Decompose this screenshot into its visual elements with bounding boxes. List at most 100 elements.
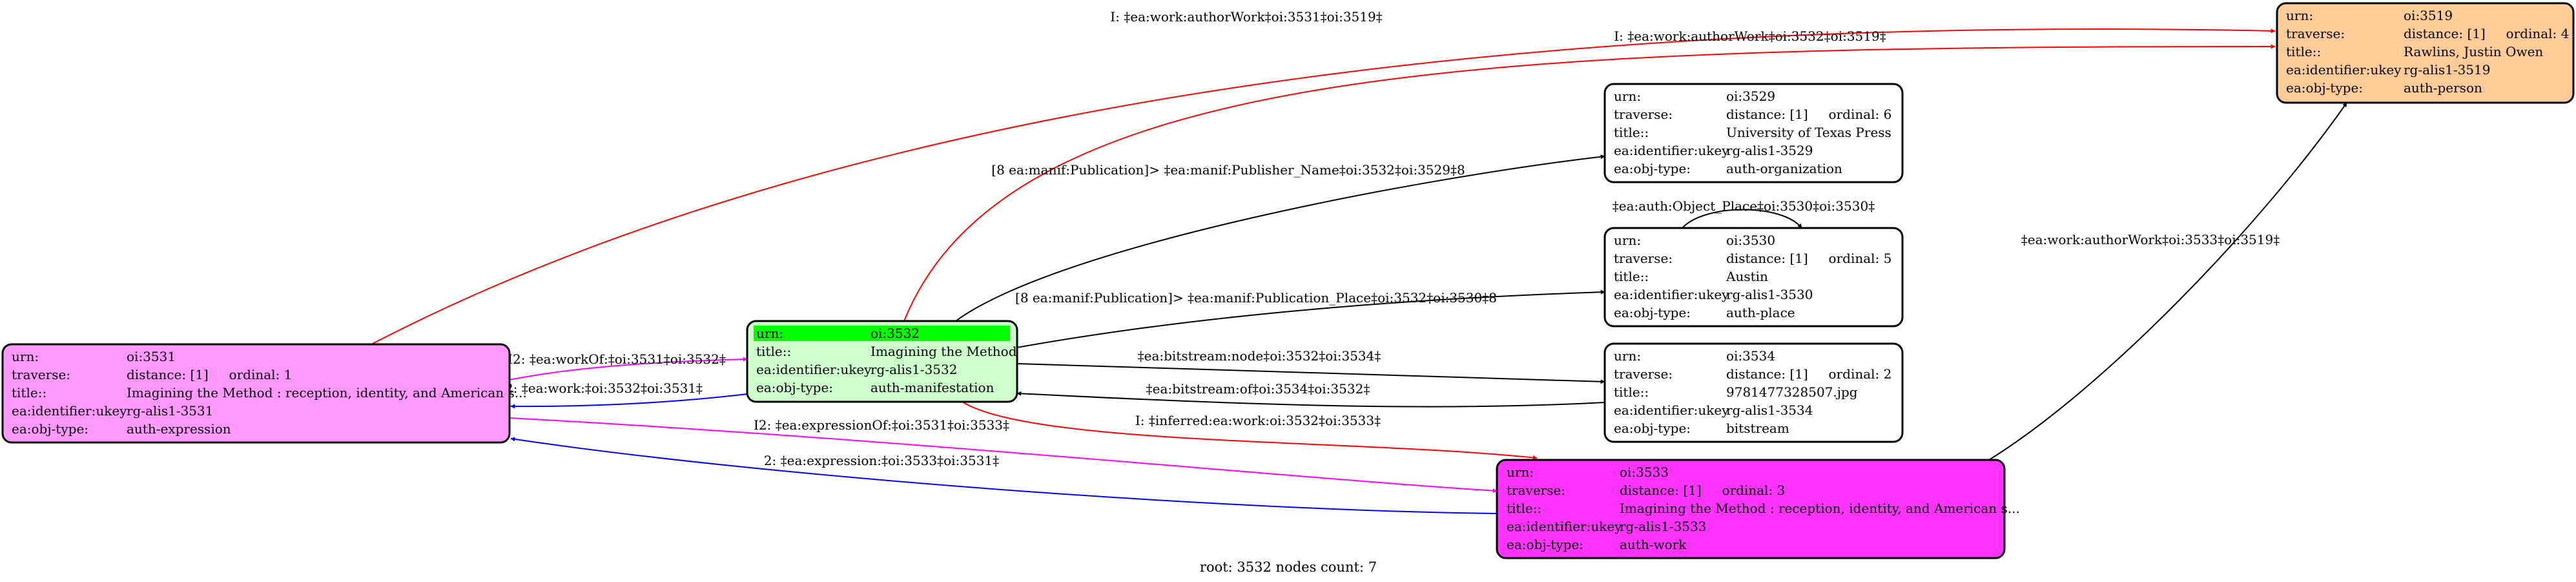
field-value-traverse: distance: [1] ordinal: 3: [1620, 483, 1785, 498]
field-key-obj-type: ea:obj-type:: [1614, 305, 1691, 320]
edge-label: ‡ea:auth:Object_Place‡oi:3530‡oi:3530‡: [1613, 198, 1875, 214]
field-key-title: title::: [12, 385, 46, 400]
edge-line: [509, 417, 1498, 494]
field-value-title: Austin: [1726, 269, 1768, 284]
field-key-identifier: ea:identifier:ukey: [12, 403, 127, 419]
edge-3532-to-3534: ‡ea:bitstream:node‡oi:3532‡oi:3534‡: [1016, 348, 1605, 384]
node-oi-3532[interactable]: urn: oi:3532 title:: Imagining the Metho…: [746, 320, 1018, 403]
field-key-traverse: traverse:: [1614, 251, 1673, 266]
field-value-obj-type: auth-manifestation: [871, 380, 994, 395]
edge-line: [1988, 102, 2347, 461]
edge-3533-to-3531: 2: ‡ea:expression:‡oi:3533‡oi:3531‡: [510, 437, 1498, 514]
edge-line: [371, 28, 2276, 345]
edge-line: [509, 357, 748, 380]
field-key-identifier: ea:identifier:ukey: [2286, 62, 2402, 78]
edge-3531-to-3519: I: ‡ea:work:authorWork‡oi:3531‡oi:3519‡: [371, 9, 2276, 345]
field-value-urn: oi:3532: [871, 326, 920, 341]
edge-line: [1016, 289, 1605, 348]
edge-label: I: ‡ea:work:authorWork‡oi:3532‡oi:3519‡: [1614, 28, 1886, 44]
edges-layer: I: ‡ea:work:authorWork‡oi:3531‡oi:3519‡ …: [371, 9, 2347, 514]
edge-label: I2: ‡ea:expressionOf:‡oi:3531‡oi:3533‡: [754, 417, 1009, 433]
field-value-traverse: distance: [1] ordinal: 4: [2404, 26, 2569, 41]
node-oi-3530[interactable]: urn: oi:3530 traverse: distance: [1] ord…: [1603, 227, 1904, 327]
edge-label: 2: ‡ea:expression:‡oi:3533‡oi:3531‡: [764, 453, 999, 468]
field-value-obj-type: auth-expression: [127, 421, 231, 437]
field-value-identifier: rg-alis1-3533: [1620, 519, 1706, 534]
field-value-title: Imagining the Method: [871, 344, 1017, 359]
edge-3532-to-3529: [8 ea:manif:Publication]> ‡ea:manif:Publ…: [955, 154, 1605, 322]
field-key-identifier: ea:identifier:ukey: [756, 362, 872, 377]
edge-3532-to-3530: [8 ea:manif:Publication]> ‡ea:manif:Publ…: [1015, 289, 1605, 348]
field-key-obj-type: ea:obj-type:: [12, 421, 88, 437]
node-oi-3519[interactable]: urn: oi:3519 traverse: distance: [1] ord…: [2276, 2, 2575, 104]
node-oi-3529[interactable]: urn: oi:3529 traverse: distance: [1] ord…: [1603, 83, 1904, 183]
field-value-title: 9781477328507.jpg: [1726, 384, 1858, 400]
urn-key-highlight: [754, 326, 869, 341]
field-value-urn: oi:3531: [127, 349, 176, 364]
field-value-identifier: rg-alis1-3530: [1726, 287, 1813, 302]
field-value-obj-type: auth-person: [2404, 80, 2482, 96]
field-value-urn: oi:3530: [1726, 233, 1775, 248]
field-key-traverse: traverse:: [1614, 366, 1673, 382]
edge-label: [8 ea:manif:Publication]> ‡ea:manif:Publ…: [991, 162, 1465, 178]
node-oi-3531[interactable]: urn: oi:3531 traverse: distance: [1] ord…: [1, 343, 527, 444]
field-key-title: title::: [756, 344, 791, 359]
edge-line: [962, 401, 1538, 460]
edge-3531-to-3533: I2: ‡ea:expressionOf:‡oi:3531‡oi:3533‡: [509, 417, 1498, 494]
field-key-title: title::: [1614, 125, 1649, 140]
field-key-traverse: traverse:: [1614, 107, 1673, 122]
node-box: [1, 343, 511, 444]
field-value-obj-type: auth-organization: [1726, 161, 1842, 176]
edge-line: [510, 437, 1498, 514]
edge-line: [1016, 391, 1605, 408]
edge-label: ‡ea:bitstream:node‡oi:3532‡oi:3534‡: [1138, 348, 1381, 364]
field-value-urn: oi:3529: [1726, 88, 1775, 104]
field-key-obj-type: ea:obj-type:: [1614, 421, 1691, 436]
edge-3532-to-3533: I: ‡inferred:ea:work:oi:3532‡oi:3533‡: [962, 401, 1538, 460]
field-key-urn: urn:: [756, 326, 783, 341]
edge-line: [1016, 363, 1605, 384]
edge-3532-to-3519: I: ‡ea:work:authorWork‡oi:3532‡oi:3519‡: [903, 28, 2276, 322]
field-value-urn: oi:3534: [1726, 348, 1775, 364]
edge-label: I: ‡inferred:ea:work:oi:3532‡oi:3533‡: [1135, 413, 1381, 428]
field-key-urn: urn:: [1614, 88, 1641, 104]
field-value-obj-type: auth-place: [1726, 305, 1795, 320]
field-value-traverse: distance: [1] ordinal: 5: [1726, 251, 1891, 266]
edge-3534-to-3532: ‡ea:bitstream:of‡oi:3534‡oi:3532‡: [1016, 381, 1605, 408]
field-value-traverse: distance: [1] ordinal: 1: [127, 367, 292, 382]
urn-value-highlight: [869, 326, 1010, 341]
field-value-identifier: rg-alis1-3519: [2404, 62, 2490, 78]
edge-line: [1682, 209, 1802, 229]
field-key-identifier: ea:identifier:ukey: [1614, 143, 1729, 158]
field-key-urn: urn:: [1507, 464, 1534, 480]
field-key-traverse: traverse:: [2286, 26, 2345, 41]
field-value-obj-type: bitstream: [1726, 421, 1789, 436]
field-value-obj-type: auth-work: [1620, 537, 1687, 552]
edge-label: 2: ‡ea:work:‡oi:3532‡oi:3531‡: [505, 380, 703, 396]
node-box: [1603, 227, 1904, 327]
edge-label: ‡ea:work:authorWork‡oi:3533‡oi:3519‡: [2021, 232, 2280, 247]
field-key-title: title::: [1614, 384, 1649, 400]
field-key-traverse: traverse:: [12, 367, 70, 382]
node-oi-3533[interactable]: urn: oi:3533 traverse: distance: [1] ord…: [1496, 459, 2020, 559]
field-key-title: title::: [2286, 44, 2321, 59]
edge-label: I2: ‡ea:workOf:‡oi:3531‡oi:3532‡: [508, 351, 726, 367]
field-key-identifier: ea:identifier:ukey: [1614, 287, 1729, 302]
field-value-title: University of Texas Press: [1726, 125, 1891, 140]
node-box: [1603, 83, 1904, 183]
edge-line: [510, 393, 748, 409]
edge-3533-to-3519: ‡ea:work:authorWork‡oi:3533‡oi:3519‡: [1988, 102, 2347, 461]
graph-footer-caption: root: 3532 nodes count: 7: [1200, 559, 1377, 575]
field-value-title: Rawlins, Justin Owen: [2404, 44, 2543, 59]
field-key-title: title::: [1507, 501, 1541, 516]
field-value-traverse: distance: [1] ordinal: 6: [1726, 107, 1891, 122]
node-oi-3534[interactable]: urn: oi:3534 traverse: distance: [1] ord…: [1603, 342, 1904, 443]
field-value-urn: oi:3533: [1620, 464, 1669, 480]
field-value-urn: oi:3519: [2404, 8, 2453, 23]
field-key-obj-type: ea:obj-type:: [2286, 80, 2363, 96]
edge-label: I: ‡ea:work:authorWork‡oi:3531‡oi:3519‡: [1110, 9, 1382, 25]
field-key-urn: urn:: [2286, 8, 2313, 23]
edge-label: ‡ea:bitstream:of‡oi:3534‡oi:3532‡: [1146, 381, 1370, 397]
field-key-traverse: traverse:: [1507, 483, 1565, 498]
field-key-urn: urn:: [1614, 233, 1641, 248]
